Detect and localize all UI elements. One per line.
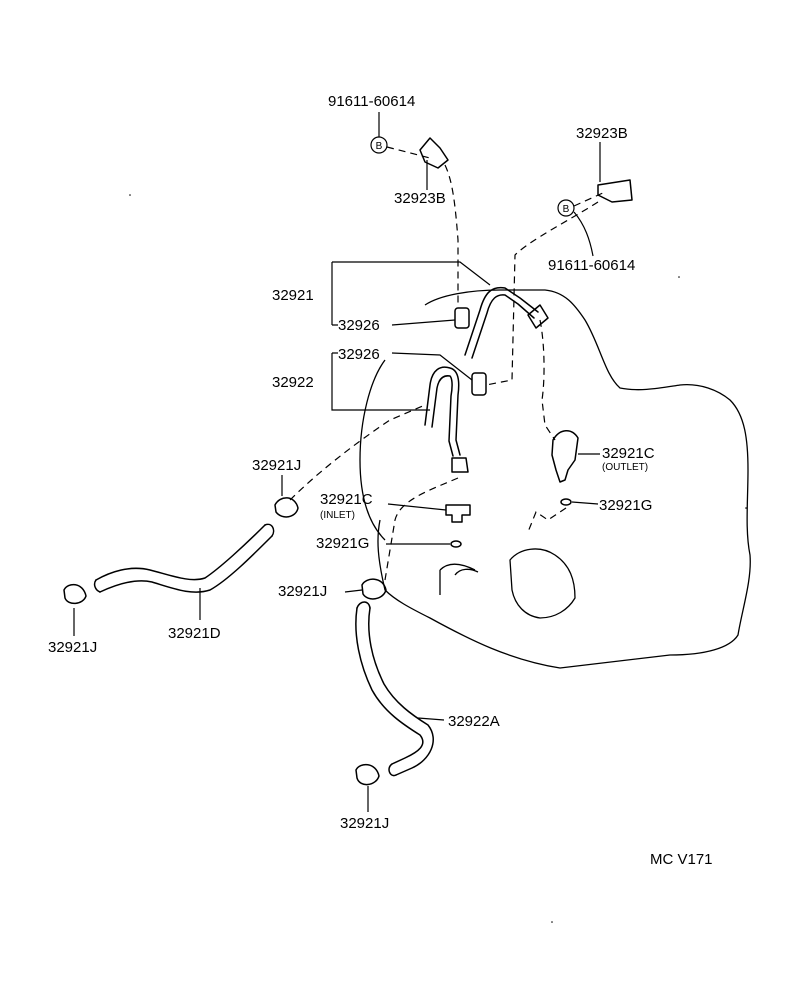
clip-32921j-middle (361, 578, 387, 600)
label-clip-left-upper: 32921J (252, 457, 301, 474)
pipe-32921 (464, 286, 539, 356)
clip-32921j-left (63, 583, 87, 605)
union-32921c-inlet (445, 504, 471, 523)
dash-right-bracket-down (485, 201, 599, 386)
leader-clip-middle (344, 589, 363, 593)
scan-speck (551, 921, 553, 923)
union-32921c-outlet (551, 430, 579, 483)
pipe-32922-fitting (451, 457, 469, 473)
scan-speck (745, 507, 747, 509)
leader-32926-upper (391, 319, 456, 326)
pipe-32921-fitting (527, 304, 549, 329)
label-union-outlet-note: (OUTLET) (602, 462, 648, 473)
clip-32921j-upper (274, 497, 299, 518)
dash-upper-clip (289, 404, 426, 501)
b-marker-right: B (563, 204, 570, 215)
hose-32921d-line-2 (99, 535, 273, 593)
diagram-code: MC V171 (650, 851, 713, 868)
label-pipe-group-1: 32921 (272, 287, 314, 304)
hose-32922a-ends (356, 601, 397, 777)
label-hose-left: 32921D (168, 625, 221, 642)
dash-top-bracket-down (444, 164, 459, 305)
label-bracket-top: 32923B (394, 190, 446, 207)
label-hose-lower: 32922A (448, 713, 500, 730)
label-gasket-inlet: 32921G (316, 535, 369, 552)
transmission-case-detail-2 (439, 563, 479, 595)
scan-speck (678, 276, 680, 278)
label-pipe-group-2: 32922 (272, 374, 314, 391)
transmission-case-inner-curve (359, 359, 386, 541)
label-bracket-right: 32923B (576, 125, 628, 142)
hose-32926-upper (454, 307, 470, 329)
gasket-32921g-outlet (560, 498, 572, 506)
leader-hose-lower (417, 717, 445, 721)
gasket-32921g-inlet (450, 540, 462, 548)
dash-top-bracket-b (386, 146, 431, 159)
hose-32922a-line-2 (368, 607, 434, 776)
label-union-inlet: 32921C (320, 491, 373, 508)
label-clip-bottom: 32921J (340, 815, 389, 832)
hose-32921d-ends (93, 523, 275, 593)
dash-right-bracket-b (573, 191, 606, 207)
leader-outlet-gasket (571, 501, 599, 505)
hose-32922a-line-1 (355, 607, 424, 765)
label-bolt-top: 91611-60614 (328, 93, 415, 110)
dash-outlet-gasket (527, 507, 567, 533)
transmission-case-detail (509, 548, 576, 619)
label-clip-middle: 32921J (278, 583, 327, 600)
label-hose-upper-2: 32926 (338, 346, 380, 363)
bracket-32923b-right (597, 179, 633, 203)
pipe-32922-outline (431, 375, 454, 457)
transmission-case-outline (377, 289, 751, 669)
leader-bolt-right (573, 211, 594, 257)
dash-inlet-union (384, 477, 459, 581)
label-clip-left-lower: 32921J (48, 639, 97, 656)
clip-32921j-bottom (355, 763, 380, 786)
label-union-inlet-note: (INLET) (320, 510, 355, 521)
bracket-32923b-top (419, 137, 449, 169)
pipe-32921-outline (471, 294, 535, 359)
label-union-outlet: 32921C (602, 445, 655, 462)
b-marker-top: B (376, 141, 383, 152)
leader-32922-bracket (331, 352, 473, 411)
leader-inlet-union (387, 503, 447, 511)
hose-32926-lower (471, 372, 487, 396)
scan-speck (129, 194, 131, 196)
label-hose-upper-1: 32926 (338, 317, 380, 334)
b-marker-right-circle (557, 199, 575, 217)
leader-32921-bracket (331, 261, 491, 326)
label-gasket-outlet: 32921G (599, 497, 652, 514)
pipe-32922 (424, 366, 461, 456)
label-bolt-right: 91611-60614 (548, 257, 635, 274)
hose-32921d-line-1 (95, 524, 266, 581)
dash-outlet-union (539, 319, 556, 441)
